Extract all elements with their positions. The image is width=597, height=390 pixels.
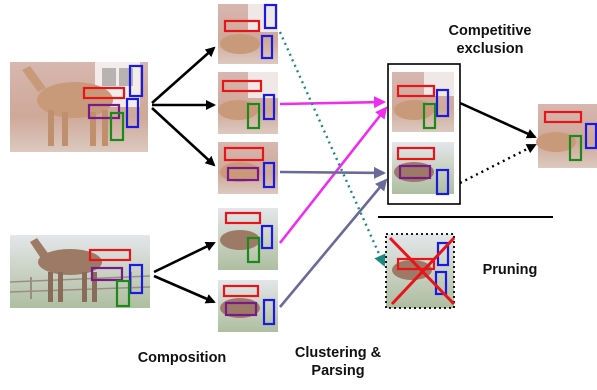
exclusion-arrow-solid — [459, 101, 537, 139]
cluster-arrow-teal-dotted — [278, 31, 386, 267]
cluster-arrow-slate-1 — [279, 166, 386, 179]
composed-patch-1 — [218, 3, 278, 64]
source-image-1 — [10, 62, 148, 152]
clustering-parsing-label: Clustering & Parsing — [268, 344, 408, 380]
source-image-2 — [9, 235, 151, 308]
composition-arrows-bottom — [153, 241, 216, 304]
selected-parse-patch — [536, 104, 597, 168]
competitive-exclusion-label: Competitive exclusion — [430, 22, 550, 58]
clustering-label-line1: Clustering & — [294, 345, 382, 361]
composed-patch-3 — [218, 142, 278, 194]
clustering-label-line2: Parsing — [311, 363, 365, 379]
cluster-arrow-magenta-2 — [278, 106, 388, 244]
exclusion-arrow-dotted — [459, 143, 537, 185]
pruned-patch — [385, 233, 456, 309]
composition-label: Composition — [137, 350, 227, 366]
competitive-exclusion-box — [387, 63, 461, 205]
pruning-label: Pruning — [482, 262, 538, 278]
cluster-arrow-slate-2 — [279, 178, 388, 308]
competitive-label-line2: exclusion — [456, 41, 524, 57]
composition-arrows-top — [151, 46, 216, 167]
competitive-label-line1: Competitive — [448, 23, 532, 39]
composed-patch-2 — [218, 72, 278, 134]
composed-patch-5 — [218, 280, 278, 332]
composed-patch-4 — [218, 208, 278, 270]
cluster-arrow-magenta-1 — [279, 96, 386, 109]
